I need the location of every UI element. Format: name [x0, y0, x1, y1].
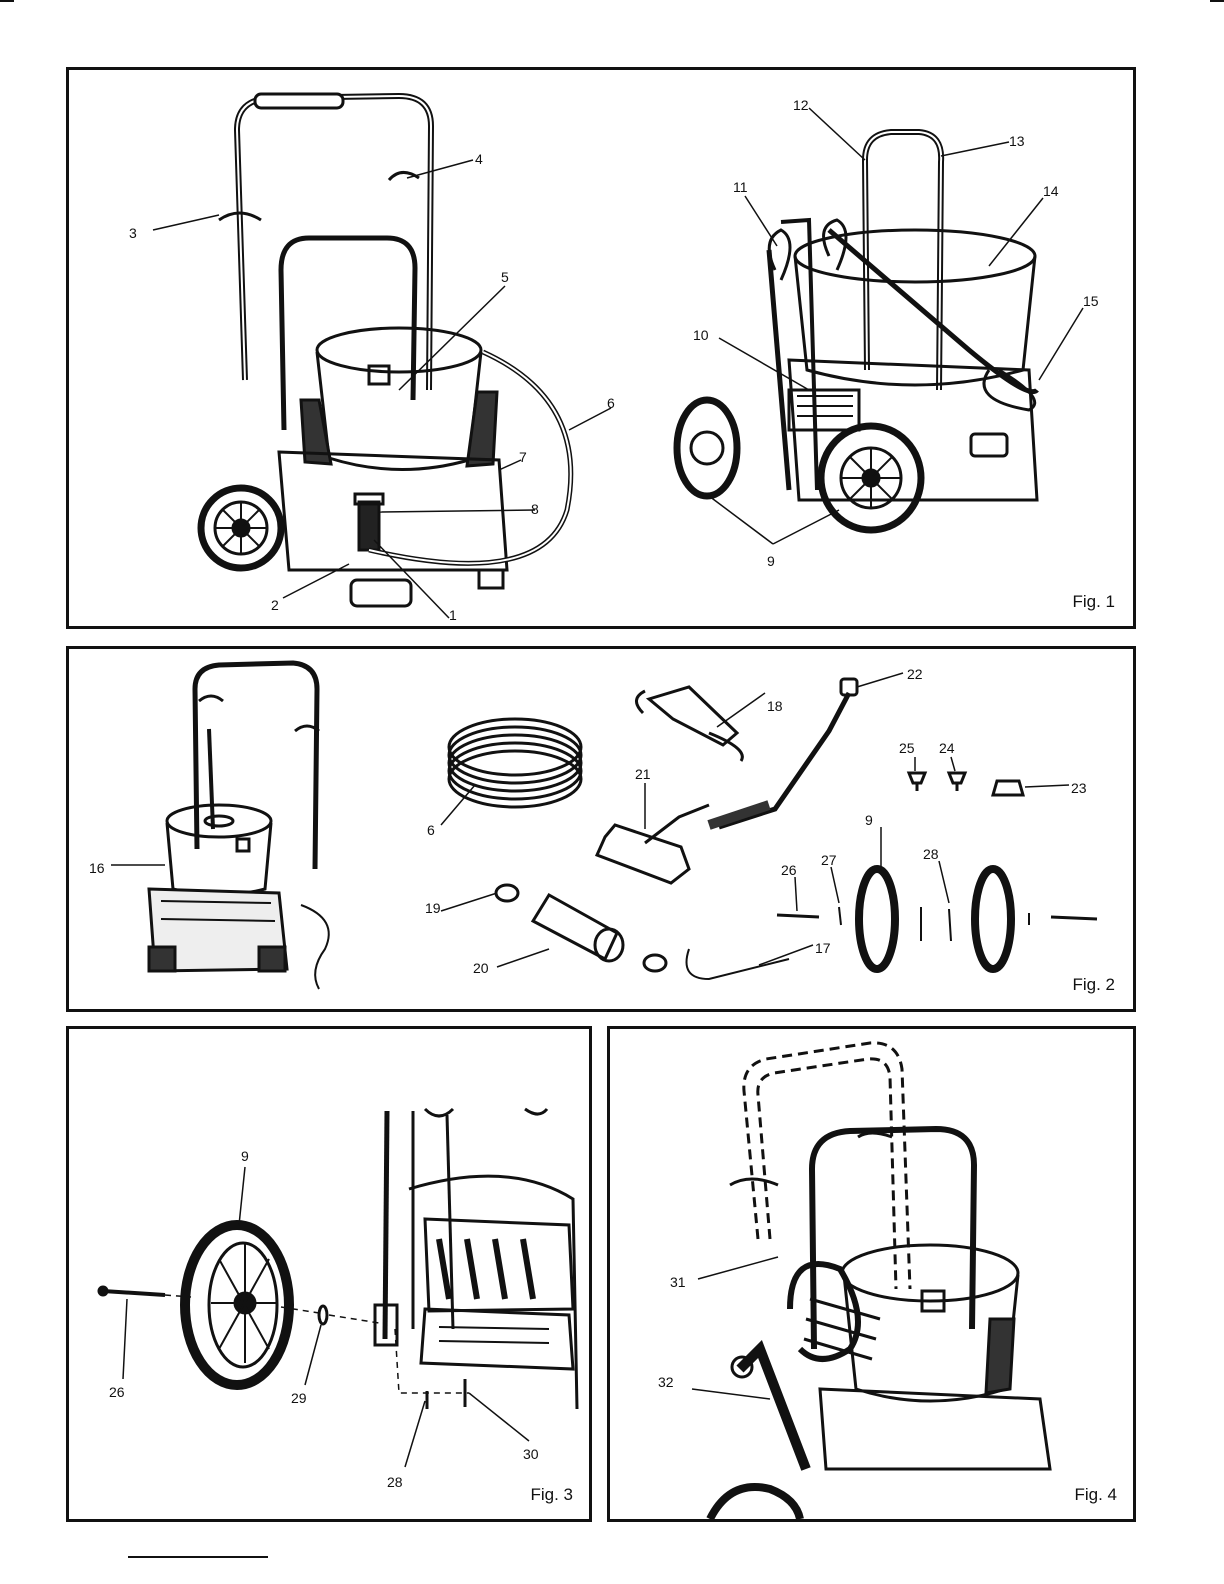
figure-2-label: Fig. 2 [1072, 975, 1115, 995]
fig2-callout-24: 24 [939, 740, 955, 756]
fig1-callout-7: 7 [519, 449, 527, 465]
fig1-callout-14: 14 [1043, 183, 1059, 199]
fig1-callout-13: 13 [1009, 133, 1025, 149]
fig2-callout-23: 23 [1071, 780, 1087, 796]
fig2-callout-19: 19 [425, 900, 441, 916]
fig2-callout-17: 17 [815, 940, 831, 956]
fig2-callout-16: 16 [89, 860, 105, 876]
fig2-callout-27: 27 [821, 852, 837, 868]
fig1-callout-6: 6 [607, 395, 615, 411]
fig2-callout-22: 22 [907, 666, 923, 682]
fig2-callout-21: 21 [635, 766, 651, 782]
fig1-callout-15: 15 [1083, 293, 1099, 309]
fig3-callout-28: 28 [387, 1474, 403, 1490]
fig3-callout-30: 30 [523, 1446, 539, 1462]
fig1-callout-2: 2 [271, 597, 279, 613]
footer-rule [128, 1556, 268, 1558]
fig2-callout-6: 6 [427, 822, 435, 838]
fig3-callout-9: 9 [241, 1148, 249, 1164]
fig2-callout-18: 18 [767, 698, 783, 714]
fig3-callout-26: 26 [109, 1384, 125, 1400]
fig1-callout-11: 11 [733, 179, 748, 195]
figure-1-label: Fig. 1 [1072, 592, 1115, 612]
figure-3-label: Fig. 3 [530, 1485, 573, 1505]
figure-3-illustration: 9 26 28 29 30 [69, 1029, 589, 1519]
fig3-callout-29: 29 [291, 1390, 307, 1406]
corner-mark-left [0, 0, 14, 2]
fig2-callout-25: 25 [899, 740, 915, 756]
fig1-callout-3: 3 [129, 225, 137, 241]
figure-4-illustration: 31 32 [610, 1029, 1133, 1519]
figure-4-label: Fig. 4 [1074, 1485, 1117, 1505]
figure-1-panel: 1 2 3 4 5 6 7 8 9 10 11 12 13 14 15 Fig.… [66, 67, 1136, 629]
fig4-callout-31: 31 [670, 1274, 686, 1290]
fig1-callout-12: 12 [793, 97, 809, 113]
figure-3-panel: 9 26 28 29 30 Fig. 3 [66, 1026, 592, 1522]
fig1-callout-10: 10 [693, 327, 709, 343]
figure-2-illustration: 6 9 16 17 18 19 20 21 22 23 24 25 26 27 … [69, 649, 1133, 1009]
figure-1-illustration: 1 2 3 4 5 6 7 8 9 10 11 12 13 14 15 [69, 70, 1133, 626]
fig1-callout-1: 1 [449, 607, 457, 623]
fig4-callout-32: 32 [658, 1374, 674, 1390]
corner-mark-right [1210, 0, 1224, 2]
figure-2-panel: 6 9 16 17 18 19 20 21 22 23 24 25 26 27 … [66, 646, 1136, 1012]
fig2-callout-28: 28 [923, 846, 939, 862]
fig1-callout-5: 5 [501, 269, 509, 285]
fig1-callout-4: 4 [475, 151, 483, 167]
fig2-callout-20: 20 [473, 960, 489, 976]
fig2-callout-26: 26 [781, 862, 797, 878]
figure-4-panel: 31 32 Fig. 4 [607, 1026, 1136, 1522]
fig1-callout-8: 8 [531, 501, 539, 517]
fig1-callout-9: 9 [767, 553, 775, 569]
fig2-callout-9: 9 [865, 812, 873, 828]
